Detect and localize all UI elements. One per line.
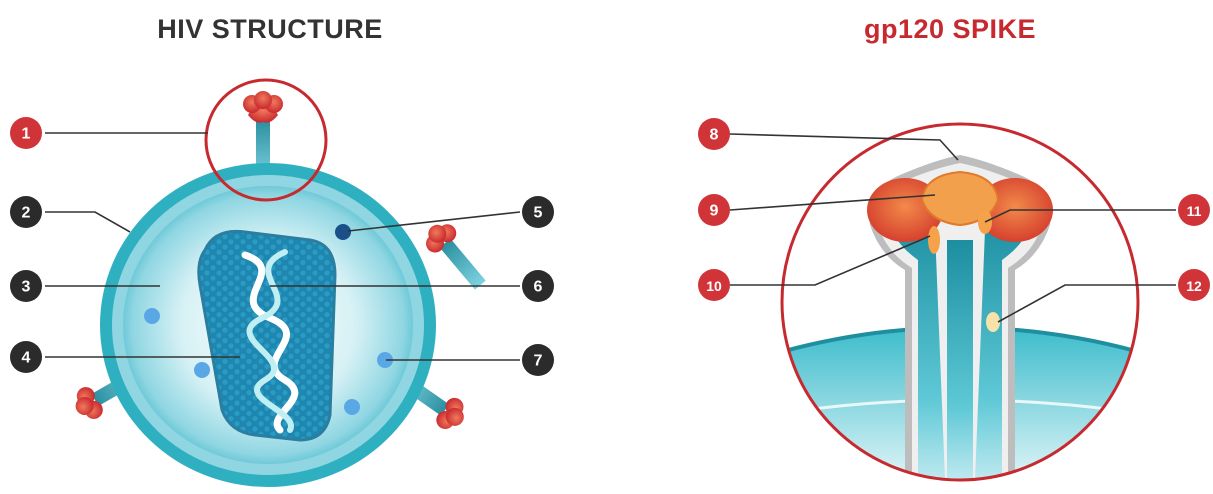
badge-12: 12 <box>1178 269 1210 301</box>
badge-2-label: 2 <box>22 205 31 222</box>
badge-1-label: 1 <box>22 126 31 143</box>
protein-dot <box>144 308 160 324</box>
gp120-spike-illustration <box>770 120 1150 490</box>
badge-7-label: 7 <box>534 353 543 370</box>
badge-3: 3 <box>10 270 42 302</box>
protein-dot <box>344 399 360 415</box>
badge-11-label: 11 <box>1187 203 1202 219</box>
virion-illustration <box>68 80 493 487</box>
badge-8: 8 <box>698 118 730 150</box>
membrane-proximal-region <box>986 312 1000 332</box>
badge-12-label: 12 <box>1186 278 1202 294</box>
badge-9-label: 9 <box>710 203 719 220</box>
badge-10-label: 10 <box>706 278 722 294</box>
badge-6-label: 6 <box>534 279 543 296</box>
badge-1: 1 <box>10 117 42 149</box>
cd4-binding-site <box>928 226 940 254</box>
badge-5: 5 <box>522 196 554 228</box>
badge-7: 7 <box>522 344 554 376</box>
badge-10: 10 <box>698 269 730 301</box>
badge-9: 9 <box>698 194 730 226</box>
badge-4: 4 <box>10 341 42 373</box>
gp41-stem-center <box>947 240 973 480</box>
badge-6: 6 <box>522 270 554 302</box>
badge-8-label: 8 <box>710 127 719 144</box>
badge-2: 2 <box>10 196 42 228</box>
enzyme-dot-dark <box>335 224 351 240</box>
badge-3-label: 3 <box>22 279 31 296</box>
badge-11: 11 <box>1178 194 1210 226</box>
protein-dot <box>194 362 210 378</box>
badge-4-label: 4 <box>22 350 31 367</box>
badge-5-label: 5 <box>534 205 543 222</box>
